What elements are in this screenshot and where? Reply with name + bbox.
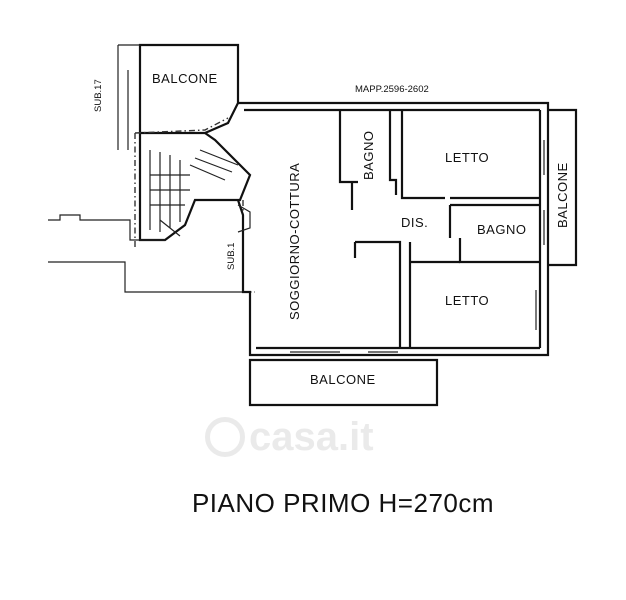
room-label-balcone-bottom: BALCONE xyxy=(310,372,376,387)
room-label-soggiorno: SOGGIORNO-COTTURA xyxy=(287,163,302,320)
bottom-balcony-walls xyxy=(248,358,439,407)
letto-top-partition xyxy=(400,110,540,200)
window-marks xyxy=(290,140,545,353)
stairwell-walls xyxy=(138,132,252,242)
room-label-letto-top: LETTO xyxy=(445,150,489,165)
room-label-dis: DIS. xyxy=(401,215,428,230)
room-label-letto-bottom: LETTO xyxy=(445,293,489,308)
entry-corridor-lines xyxy=(48,214,243,293)
bagno-small-partition xyxy=(338,110,398,210)
watermark: casa.it xyxy=(205,412,420,462)
sub1-label: SUB.1 xyxy=(226,243,237,270)
right-balcony-walls xyxy=(548,108,578,267)
room-label-bagno-small: BAGNO xyxy=(361,131,376,180)
room-label-bagno-right: BAGNO xyxy=(477,222,526,237)
apartment-inner-offset xyxy=(244,108,542,350)
cadastral-reference: MAPP.2596-2602 xyxy=(355,84,429,95)
apartment-outer-wall xyxy=(236,101,550,357)
top-balcony-outer-line xyxy=(117,44,140,150)
floor-title: PIANO PRIMO H=270cm xyxy=(191,488,495,518)
sub17-label: SUB.17 xyxy=(93,79,104,112)
soggiorno-partition xyxy=(353,240,460,348)
watermark-logo-icon xyxy=(205,417,245,457)
stair-steps xyxy=(149,149,239,237)
room-label-balcone-right: BALCONE xyxy=(555,162,570,228)
room-label-balcone-top: BALCONE xyxy=(152,71,218,86)
watermark-text: casa.it xyxy=(249,414,374,459)
entry-door-mark xyxy=(237,204,251,233)
